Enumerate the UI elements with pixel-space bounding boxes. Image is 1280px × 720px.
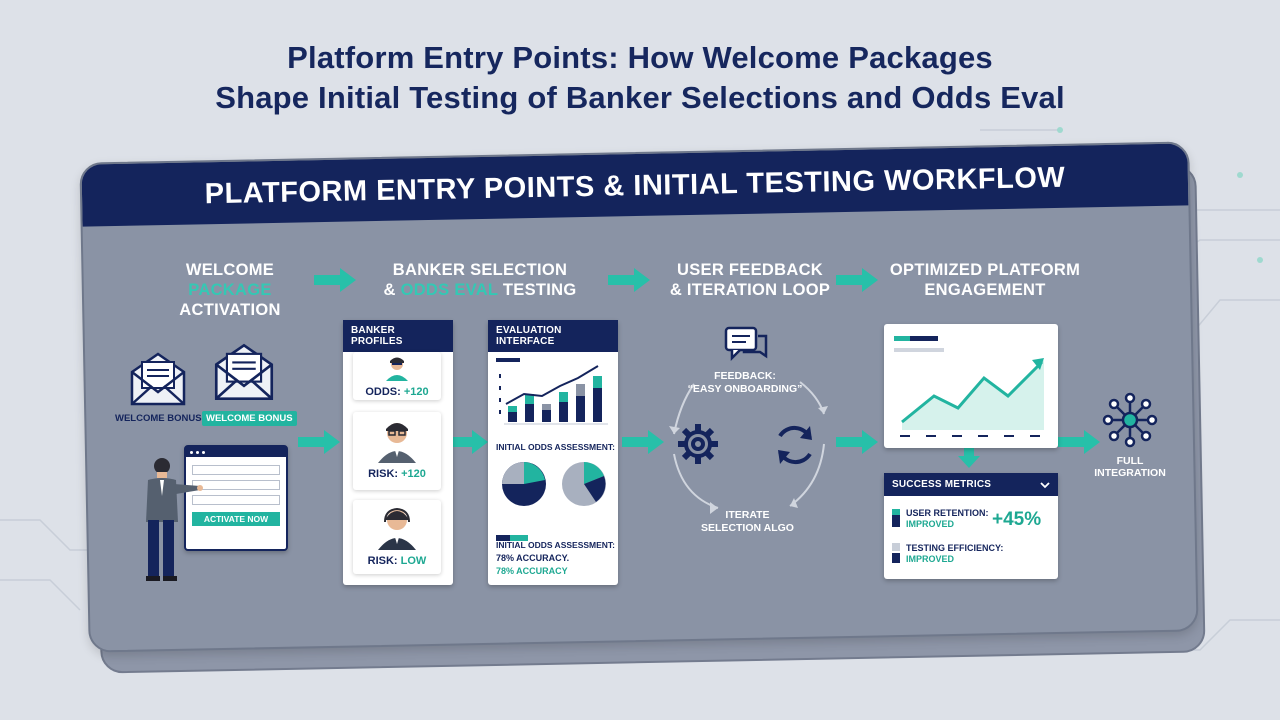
legend-swatch: [510, 535, 528, 541]
metric-efficiency-status: IMPROVED: [906, 554, 955, 564]
profile-value: LOW: [400, 555, 427, 567]
metric-efficiency: TESTING EFFICIENCY: IMPROVED: [906, 543, 1003, 565]
success-metrics-header[interactable]: SUCCESS METRICS: [884, 473, 1058, 496]
full-integration-label: FULL INTEGRATION: [1088, 455, 1172, 479]
flow-arrow-2: [446, 430, 488, 454]
flow-arrow-4: [836, 430, 878, 454]
form-field[interactable]: [192, 465, 280, 475]
integration-line1: FULL: [1116, 455, 1144, 467]
stage4-heading-line1: OPTIMIZED PLATFORM: [889, 261, 1081, 279]
accuracy-label: 78% ACCURACY.: [496, 553, 570, 563]
stage2-heading-highlight: ODDS EVAL: [400, 281, 499, 299]
network-icon: [1102, 392, 1158, 448]
feedback-line1: FEEDBACK:: [714, 370, 776, 382]
success-metrics-title: SUCCESS METRICS: [892, 479, 992, 490]
profile-value: +120: [401, 468, 426, 480]
feedback-text: FEEDBACK: “EASY ONBOARDING”: [680, 370, 810, 396]
refresh-icon[interactable]: [770, 420, 820, 470]
form-field[interactable]: [192, 495, 280, 505]
evaluation-interface-title: EVALUATION INTERFACE: [488, 320, 618, 352]
page-title: Platform Entry Points: How Welcome Packa…: [0, 38, 1280, 118]
feedback-loop: [669, 381, 828, 514]
banker-profile-card[interactable]: RISK: +120: [353, 412, 441, 490]
profile-label: RISK:: [367, 555, 401, 567]
stage3-heading: USER FEEDBACK & ITERATION LOOP: [650, 260, 850, 300]
assessment-legend: [496, 528, 528, 546]
assessment-pie-charts: [502, 462, 606, 506]
stage1-heading-line3: ACTIVATION: [179, 301, 281, 319]
flow-arrow-5: [1058, 430, 1100, 454]
feedback-line2: “EASY ONBOARDING”: [687, 383, 803, 395]
envelope-label: WELCOME BONUS: [115, 413, 202, 424]
heading-arrow-1: [314, 268, 356, 292]
stage4-heading-line2: ENGAGEMENT: [924, 281, 1046, 299]
down-arrow: [958, 446, 980, 468]
stage2-heading-testing: TESTING: [498, 281, 577, 299]
heading-arrow-3: [836, 268, 878, 292]
stage4-heading: OPTIMIZED PLATFORM ENGAGEMENT: [870, 260, 1100, 300]
metric-swatch: [892, 553, 900, 563]
activation-form: ACTIVATE NOW: [184, 445, 288, 551]
iterate-line1: ITERATE: [725, 509, 770, 521]
stage3-heading-line2: & ITERATION LOOP: [669, 281, 831, 299]
activate-now-button[interactable]: ACTIVATE NOW: [192, 512, 280, 526]
banker-profile-card[interactable]: ODDS: +120: [353, 352, 441, 400]
banker-profiles-title: BANKER PROFILES: [343, 320, 453, 352]
banker-avatar-icon: [378, 507, 416, 550]
stage2-heading-line1: BANKER SELECTION: [392, 261, 568, 279]
banker-profile-label: ODDS: +120: [353, 386, 441, 398]
envelope-icon: [214, 343, 274, 400]
iterate-line2: SELECTION ALGO: [701, 522, 794, 534]
stage3-heading-line1: USER FEEDBACK: [677, 261, 823, 279]
metric-swatch: [892, 509, 900, 515]
banker-profile-label: RISK: LOW: [353, 555, 441, 567]
metric-efficiency-label: TESTING EFFICIENCY:: [906, 543, 1004, 553]
stage2-heading-line2: & ODDS EVAL TESTING: [370, 280, 590, 300]
metric-swatch: [892, 543, 900, 551]
page-title-line1: Platform Entry Points: How Welcome Packa…: [287, 40, 993, 75]
stage1-heading-line2: PACKAGE: [188, 281, 272, 299]
stage1-heading: WELCOME PACKAGE ACTIVATION: [150, 260, 310, 320]
accuracy-label-highlight: 78% ACCURACY: [496, 566, 568, 576]
person-icon: [146, 458, 203, 581]
heading-arrow-2: [608, 268, 650, 292]
envelope-icon: [130, 352, 186, 406]
profile-value: +120: [403, 386, 429, 398]
profile-label: ODDS:: [365, 386, 404, 398]
stage2-heading: BANKER SELECTION & ODDS EVAL TESTING: [370, 260, 590, 300]
iterate-text: ITERATE SELECTION ALGO: [680, 509, 815, 535]
stage2-heading-amp: &: [383, 281, 401, 299]
engagement-chart-card: [884, 324, 1058, 448]
chat-icon: [724, 326, 768, 362]
assessment-label: INITIAL ODDS ASSESSMENT:: [496, 442, 616, 452]
legend-swatch: [496, 535, 510, 541]
metric-retention-label: USER RETENTION:: [906, 508, 989, 518]
chevron-down-icon[interactable]: [1040, 481, 1050, 489]
engagement-line-chart: [894, 336, 1044, 437]
metric-retention-value: +45%: [992, 509, 1042, 530]
gear-icon: [678, 424, 718, 464]
evaluation-bar-chart: [496, 358, 608, 425]
flow-arrow-3: [622, 430, 664, 454]
banker-profile-label: RISK: +120: [353, 468, 441, 480]
profile-label: RISK:: [368, 468, 402, 480]
evaluation-interface-card: EVALUATION INTERFACE INITIAL ODDS ASSESS…: [488, 320, 618, 585]
integration-line2: INTEGRATION: [1094, 467, 1166, 479]
banker-avatar-icon: [378, 423, 416, 463]
success-metrics-card: SUCCESS METRICS USER RETENTION: IMPROVED…: [884, 473, 1058, 579]
envelope-label-active: WELCOME BONUS: [202, 411, 297, 426]
metric-retention: USER RETENTION: IMPROVED: [906, 508, 989, 530]
flow-arrow-1: [298, 430, 340, 454]
banker-avatar-icon: [386, 357, 408, 381]
banker-profile-card[interactable]: RISK: LOW: [353, 500, 441, 574]
metric-swatch: [892, 515, 900, 527]
stage1-heading-line1: WELCOME: [185, 261, 275, 279]
page-title-line2: Shape Initial Testing of Banker Selectio…: [215, 80, 1065, 115]
banker-profiles-card: BANKER PROFILES ODDS: +120 RISK: +120 RI…: [343, 320, 453, 585]
form-field[interactable]: [192, 480, 280, 490]
form-titlebar: [186, 447, 286, 457]
assessment-label: INITIAL ODDS ASSESSMENT:: [496, 540, 616, 550]
metric-retention-status: IMPROVED: [906, 519, 955, 529]
